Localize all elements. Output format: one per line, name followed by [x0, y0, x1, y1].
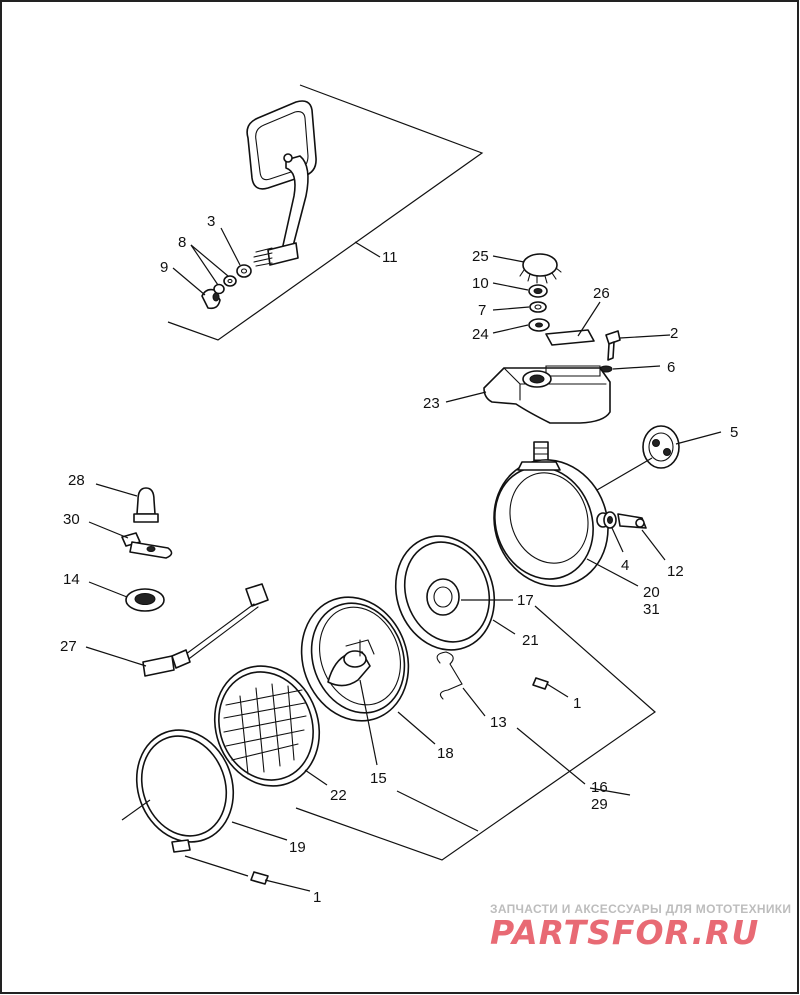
callout-7: 7: [478, 302, 486, 319]
mounting-ring: [394, 535, 549, 700]
callout-10: 10: [472, 275, 489, 292]
callout-22: 22: [330, 787, 347, 804]
callout-28: 28: [68, 472, 85, 489]
callout-27: 27: [60, 638, 77, 655]
callout-4: 4: [621, 557, 629, 574]
headlamp-lens: [213, 665, 321, 787]
callout-16: 16: [591, 779, 608, 796]
side-clip-hardware: [603, 511, 647, 529]
callout-23: 23: [423, 395, 440, 412]
callout-9: 9: [160, 259, 168, 276]
leader-lines: [85, 227, 722, 892]
callout-21: 21: [522, 632, 539, 649]
reflector-assembly: [300, 596, 410, 722]
callout-19: 19: [289, 839, 306, 856]
callout-30: 30: [63, 511, 80, 528]
callout-labels: 3 8 9 11 25 10 7 24 26 2 6 23 5 28 30 4 …: [60, 213, 738, 906]
callout-12: 12: [667, 563, 684, 580]
callout-25: 25: [472, 248, 489, 265]
watermark-logo: PARTSFOR.RU: [490, 913, 759, 952]
callout-2: 2: [670, 325, 678, 342]
callout-1-upper: 1: [573, 695, 581, 712]
callout-17: 17: [517, 592, 534, 609]
callout-26: 26: [593, 285, 610, 302]
callout-20: 20: [643, 584, 660, 601]
callout-5: 5: [730, 424, 738, 441]
mount-plate: [642, 425, 680, 469]
top-cover-assembly: [483, 253, 621, 469]
callout-11: 11: [382, 249, 398, 266]
callout-6: 6: [667, 359, 675, 376]
callout-24: 24: [472, 326, 489, 343]
trim-ring: [135, 729, 269, 885]
callout-18: 18: [437, 745, 454, 762]
callout-14: 14: [63, 571, 80, 588]
callout-3: 3: [207, 213, 215, 230]
headlamp-housing: [493, 459, 610, 587]
callout-8: 8: [178, 234, 186, 251]
bulb-and-socket-parts: [121, 487, 269, 677]
callout-15: 15: [370, 770, 387, 787]
mirror-assembly: [167, 84, 484, 341]
callout-31: 31: [643, 601, 660, 618]
watermark: ЗАПЧАСТИ И АКСЕССУАРЫ ДЛЯ МОТОТЕХНИКИ PA…: [490, 902, 791, 952]
callout-1-lower: 1: [313, 889, 321, 906]
callout-29: 29: [591, 796, 608, 813]
callout-13: 13: [490, 714, 507, 731]
watermark-tagline: ЗАПЧАСТИ И АКСЕССУАРЫ ДЛЯ МОТОТЕХНИКИ: [490, 902, 791, 916]
